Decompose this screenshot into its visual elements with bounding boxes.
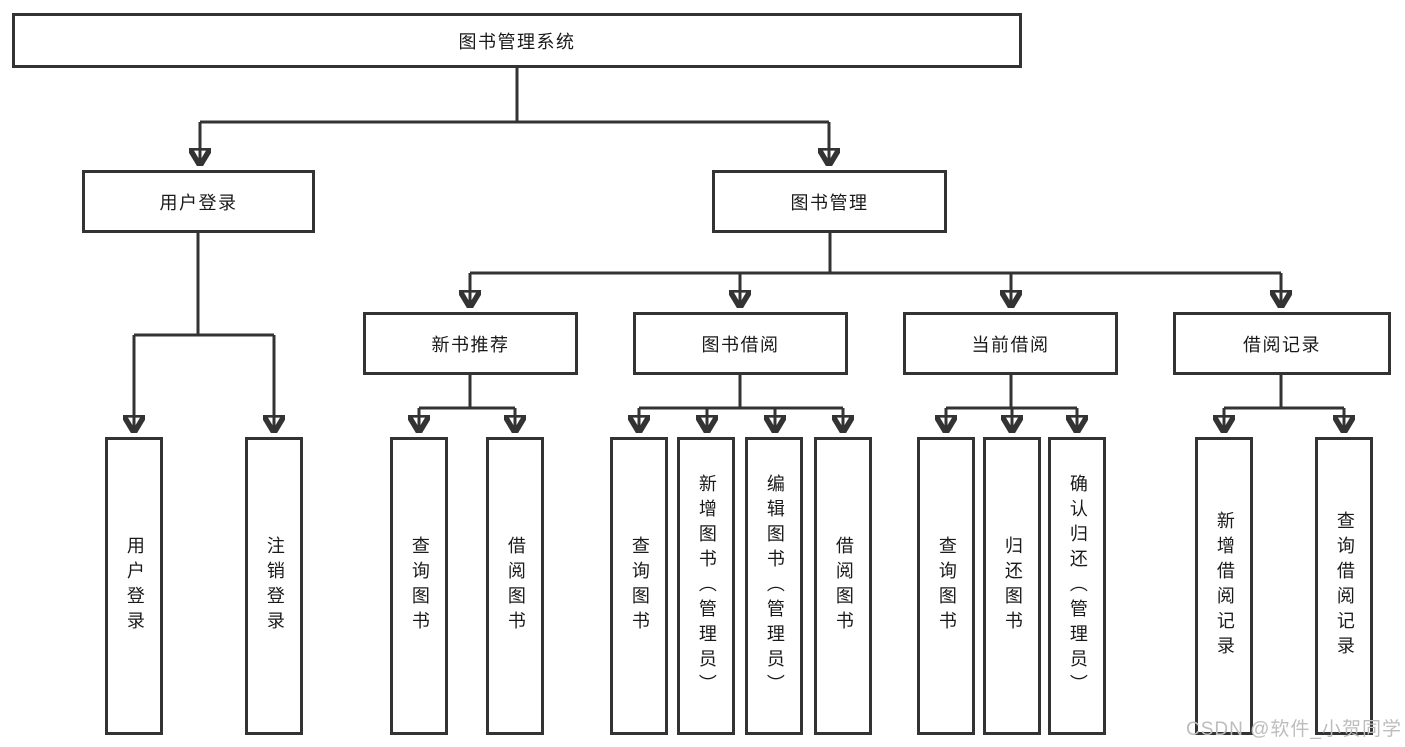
node-new-book-recommendation: 新书推荐 <box>363 312 578 375</box>
leaf-return-books: 归还图书 <box>983 437 1041 735</box>
node-label: 归还图书 <box>1002 536 1023 636</box>
node-label: 新增图书（管理员） <box>696 473 717 699</box>
leaf-search-books-borrowing: 查询图书 <box>610 437 668 735</box>
node-label: 借阅图书 <box>833 536 854 636</box>
connector-current-borrowing-children <box>946 375 1077 432</box>
connector-new-book-children <box>419 375 515 432</box>
node-current-borrowing: 当前借阅 <box>903 312 1118 375</box>
node-label: 图书借阅 <box>701 334 780 355</box>
leaf-add-borrow-record: 新增借阅记录 <box>1195 437 1253 735</box>
node-book-borrowing: 图书借阅 <box>633 312 848 375</box>
connector-root-to-level2 <box>200 68 829 165</box>
leaf-user-login: 用户登录 <box>105 437 163 735</box>
node-label: 借阅记录 <box>1243 334 1321 355</box>
leaf-edit-book-admin: 编辑图书（管理员） <box>745 437 803 735</box>
leaf-add-book-admin: 新增图书（管理员） <box>677 437 735 735</box>
node-label: 图书管理 <box>790 192 869 213</box>
node-label: 图书管理系统 <box>458 31 576 52</box>
leaf-search-books-current: 查询图书 <box>917 437 975 735</box>
node-library-management-system: 图书管理系统 <box>12 13 1022 68</box>
node-label: 用户登录 <box>159 192 238 213</box>
leaf-logout: 注销登录 <box>245 437 303 735</box>
node-label: 用户登录 <box>124 536 145 636</box>
node-label: 编辑图书（管理员） <box>764 473 785 699</box>
node-user-login-group: 用户登录 <box>82 170 315 233</box>
csdn-watermark: CSDN @软件_小贺同学 <box>1186 719 1402 740</box>
node-label: 借阅图书 <box>505 536 526 636</box>
connector-user-login-children <box>134 233 274 432</box>
node-borrowing-records: 借阅记录 <box>1173 312 1391 375</box>
node-label: 查询图书 <box>629 536 650 636</box>
connector-book-borrowing-children <box>639 375 843 432</box>
leaf-borrow-books-recommend: 借阅图书 <box>486 437 544 735</box>
node-book-management: 图书管理 <box>712 170 947 233</box>
node-label: 确认归还（管理员） <box>1067 473 1088 699</box>
node-label: 查询图书 <box>409 536 430 636</box>
leaf-confirm-return-admin: 确认归还（管理员） <box>1048 437 1106 735</box>
node-label: 新书推荐 <box>431 334 510 355</box>
leaf-search-books-recommend: 查询图书 <box>390 437 448 735</box>
connector-book-management-children <box>470 233 1281 307</box>
node-label: 查询图书 <box>936 536 957 636</box>
leaf-search-borrow-record: 查询借阅记录 <box>1315 437 1373 735</box>
node-label: 新增借阅记录 <box>1214 511 1235 661</box>
node-label: 查询借阅记录 <box>1334 511 1355 661</box>
node-label: 注销登录 <box>264 536 285 636</box>
node-label: 当前借阅 <box>971 334 1050 355</box>
leaf-borrow-books-borrowing: 借阅图书 <box>814 437 872 735</box>
connector-borrow-records-children <box>1224 375 1344 432</box>
